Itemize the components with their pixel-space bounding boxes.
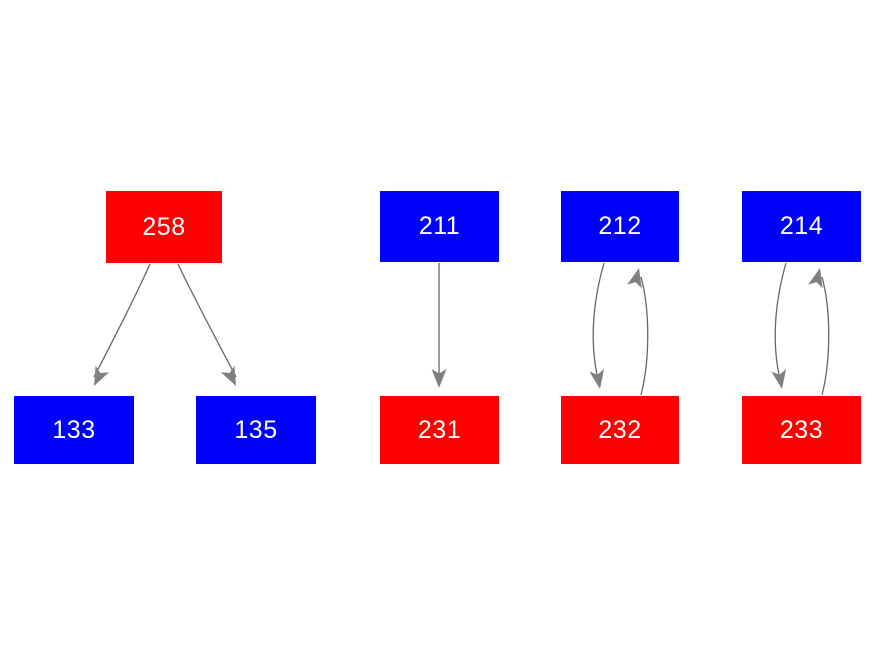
graph-node-258[interactable]: 258 xyxy=(106,191,222,263)
graph-node-212[interactable]: 212 xyxy=(561,191,679,262)
node-label: 135 xyxy=(234,415,278,444)
graph-edge-212-232 xyxy=(592,262,605,380)
graph-node-211[interactable]: 211 xyxy=(380,191,499,262)
arrowhead-232-212 xyxy=(627,268,642,289)
node-label: 211 xyxy=(418,212,461,240)
graph-node-133[interactable]: 133 xyxy=(14,396,134,464)
graph-node-232[interactable]: 232 xyxy=(561,396,679,464)
node-label: 133 xyxy=(52,415,96,444)
graph-edge-232-212 xyxy=(640,276,649,396)
arrowhead-212-232 xyxy=(589,368,605,389)
edges-group xyxy=(93,262,830,396)
arrowhead-211-231 xyxy=(431,369,447,388)
graph-node-135[interactable]: 135 xyxy=(196,396,316,464)
node-label: 231 xyxy=(417,415,462,444)
node-label: 214 xyxy=(779,212,824,240)
node-label: 258 xyxy=(142,212,186,241)
graph-node-233[interactable]: 233 xyxy=(742,396,861,464)
arrowhead-233-214 xyxy=(808,268,823,289)
arrowhead-258-133 xyxy=(94,365,110,386)
graph-edge-214-233 xyxy=(774,262,787,380)
node-label: 232 xyxy=(598,415,642,444)
graph-node-214[interactable]: 214 xyxy=(742,191,861,262)
graph-edge-233-214 xyxy=(821,276,830,396)
arrowhead-258-135 xyxy=(220,365,236,386)
node-label: 212 xyxy=(598,212,642,240)
arrowheads-group xyxy=(94,268,823,389)
node-label: 233 xyxy=(779,415,824,444)
graph-node-231[interactable]: 231 xyxy=(380,396,499,464)
graph-edge-258-135 xyxy=(177,263,237,378)
arrowhead-214-233 xyxy=(771,368,787,389)
graph-edge-258-133 xyxy=(93,263,151,378)
